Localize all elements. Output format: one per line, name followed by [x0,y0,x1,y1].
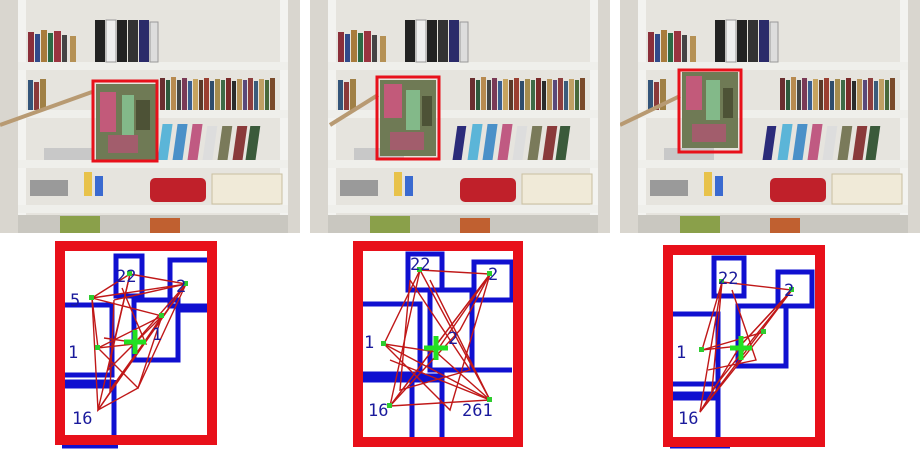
svg-text:5: 5 [70,291,80,311]
bookshelf-scene [310,0,610,233]
tracked-object [96,84,156,160]
svg-text:1: 1 [68,343,78,363]
tracked-object [682,72,738,148]
svg-text:1: 1 [676,343,686,363]
svg-text:2: 2 [448,329,458,349]
bookshelf-scene [0,0,300,233]
svg-text:22: 22 [116,267,136,287]
svg-text:261: 261 [462,401,493,421]
svg-text:22: 22 [410,255,430,275]
bookshelf-scene [620,0,920,233]
video-frame-1 [0,0,300,233]
video-frame-2 [310,0,610,233]
svg-text:16: 16 [678,409,698,429]
tracking-diagram-1: 22 5 2 1 1 16 [52,240,222,452]
svg-text:2: 2 [784,281,794,301]
tracked-object [380,80,436,156]
tracking-diagram-2: 22 2 1 16 2 261 [350,240,526,452]
svg-text:16: 16 [72,409,92,429]
tracking-diagram-3: 22 2 1 16 [660,240,830,452]
svg-text:1: 1 [364,333,374,353]
video-frame-3 [620,0,920,233]
svg-text:2: 2 [488,265,498,285]
svg-text:16: 16 [368,401,388,421]
svg-text:1: 1 [152,325,162,345]
svg-text:22: 22 [718,269,738,289]
svg-text:2: 2 [176,277,186,297]
